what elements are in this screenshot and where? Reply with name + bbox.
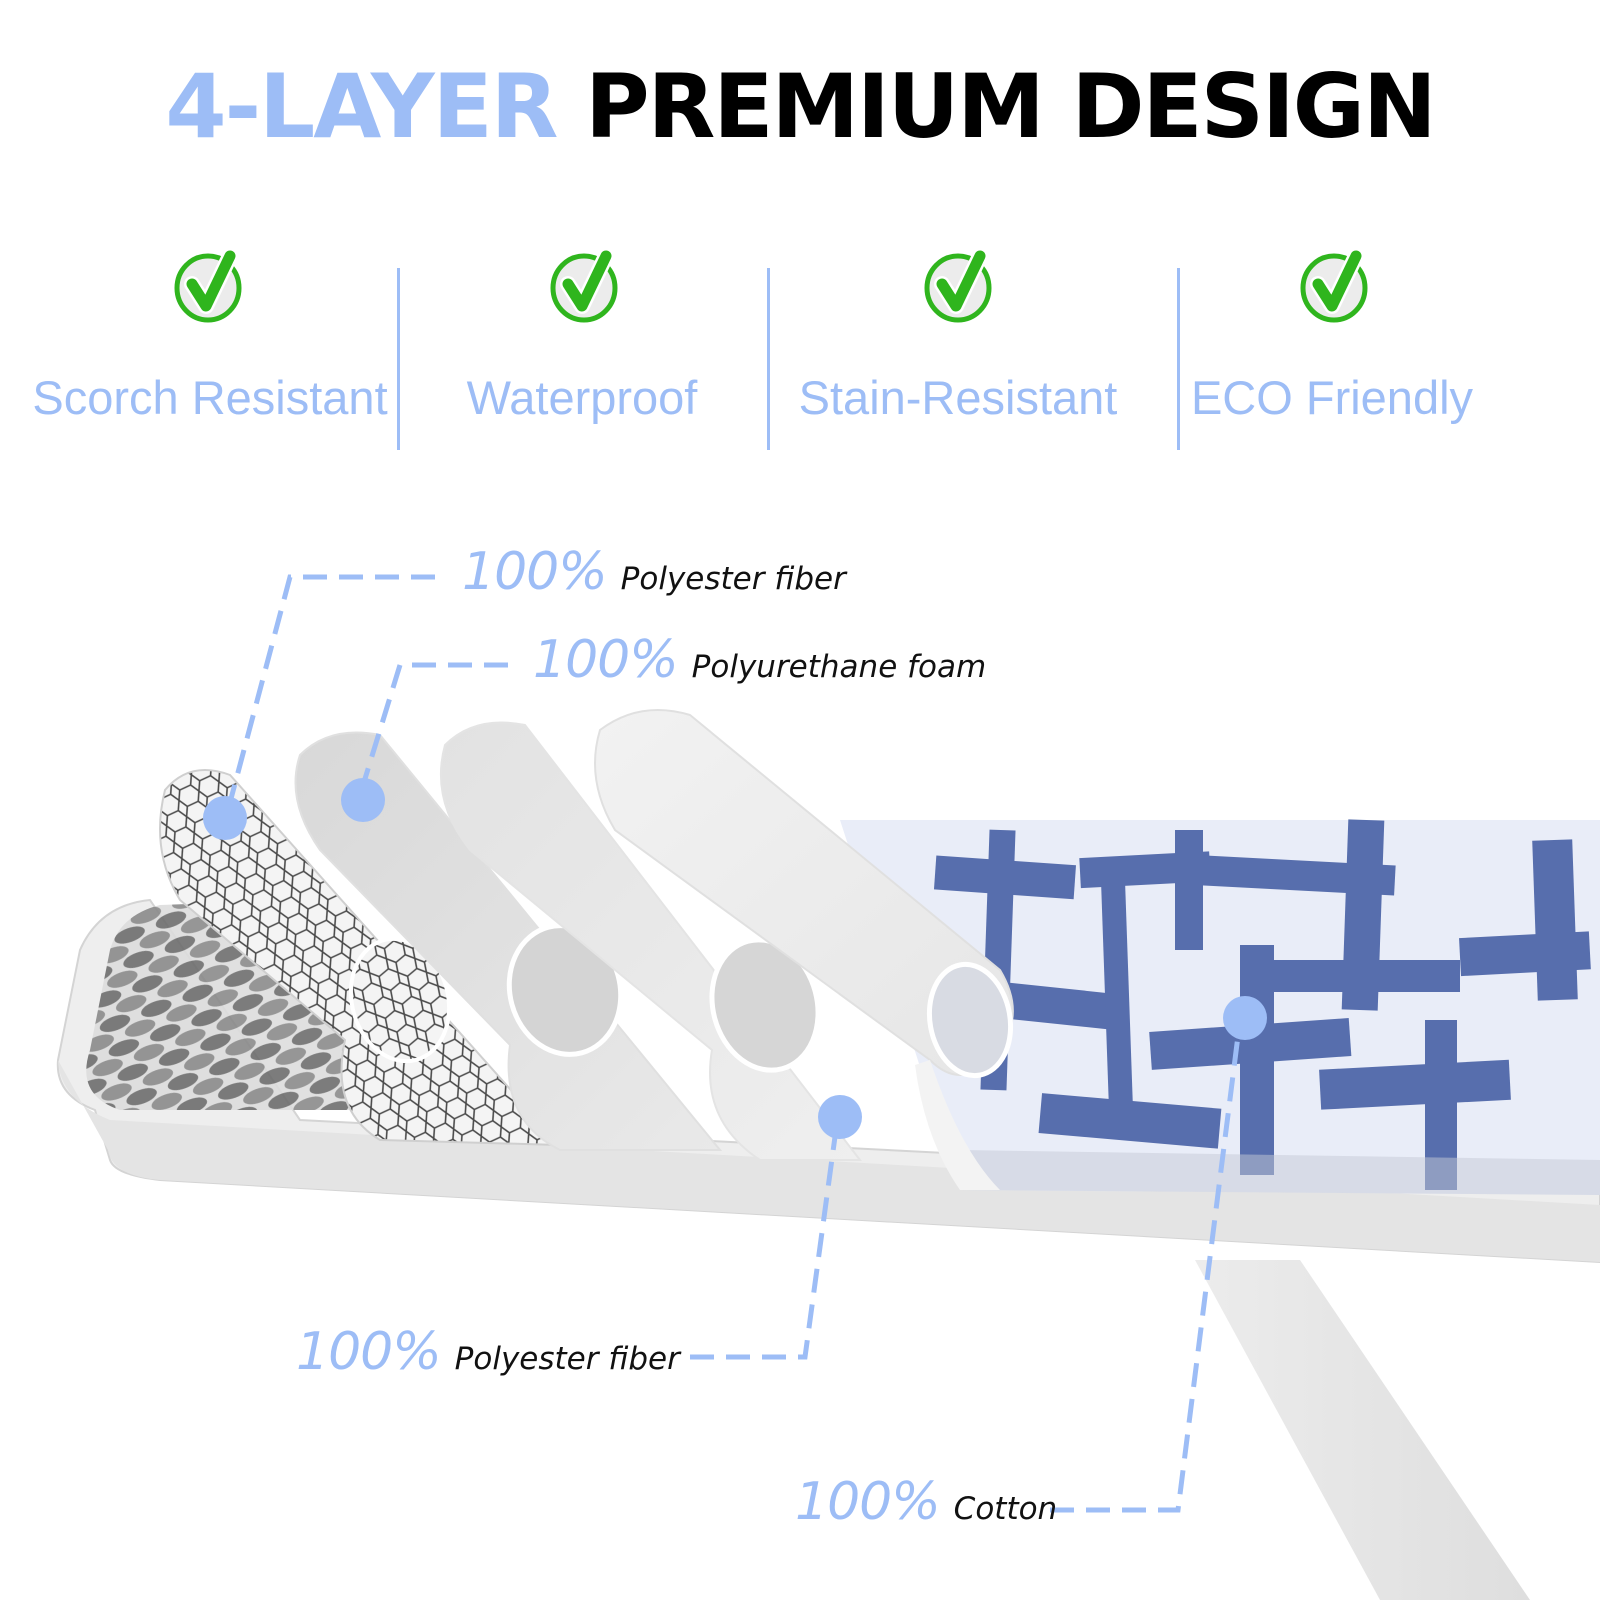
layer-percent: 100%	[296, 1322, 442, 1382]
check-circle-icon	[1300, 248, 1368, 323]
layer-material: Polyester fiber	[620, 561, 846, 597]
layer-material: Cotton	[953, 1491, 1058, 1527]
feature-divider	[767, 268, 770, 450]
feature-divider	[1177, 268, 1180, 450]
feature-label: Scorch Resistant	[32, 371, 388, 424]
feature-divider	[397, 268, 400, 450]
callout-dots	[203, 778, 1267, 1139]
page-title: 4-LAYER PREMIUM DESIGN	[0, 52, 1600, 162]
foam-layer	[294, 731, 723, 1151]
layer-percent: 100%	[462, 542, 608, 602]
feature-label: Stain-Resistant	[798, 371, 1118, 424]
feature-label: ECO Friendly	[1190, 371, 1474, 424]
callout-leaders	[225, 574, 1243, 1513]
title-main: PREMIUM DESIGN	[585, 55, 1437, 158]
title-accent: 4-LAYER	[165, 55, 558, 158]
cover-underside-layer	[594, 709, 1014, 1190]
callout-cotton: 100% Cotton	[795, 1472, 1057, 1532]
layer-percent: 100%	[533, 630, 679, 690]
layer-percent: 100%	[795, 1472, 941, 1532]
board-leg	[1195, 1260, 1530, 1600]
feature-row: Scorch Resistant Waterproof Stain-Resist…	[0, 240, 1600, 460]
check-circle-icon	[174, 248, 242, 323]
layer-material: Polyester fiber	[454, 1341, 680, 1377]
callout-polyester-fiber-bottom: 100% Polyester fiber	[296, 1322, 680, 1382]
callout-polyester-fiber-top: 100% Polyester fiber	[462, 542, 846, 602]
mesh-layer	[159, 769, 563, 1147]
callout-polyurethane-foam: 100% Polyurethane foam	[533, 630, 986, 690]
felt-layer	[439, 721, 863, 1161]
check-circle-icon	[550, 248, 618, 323]
layer-material: Polyurethane foam	[691, 649, 987, 685]
feature-label: Waterproof	[466, 371, 698, 424]
cotton-cover-layer	[840, 819, 1600, 1195]
check-circle-icon	[924, 248, 992, 323]
